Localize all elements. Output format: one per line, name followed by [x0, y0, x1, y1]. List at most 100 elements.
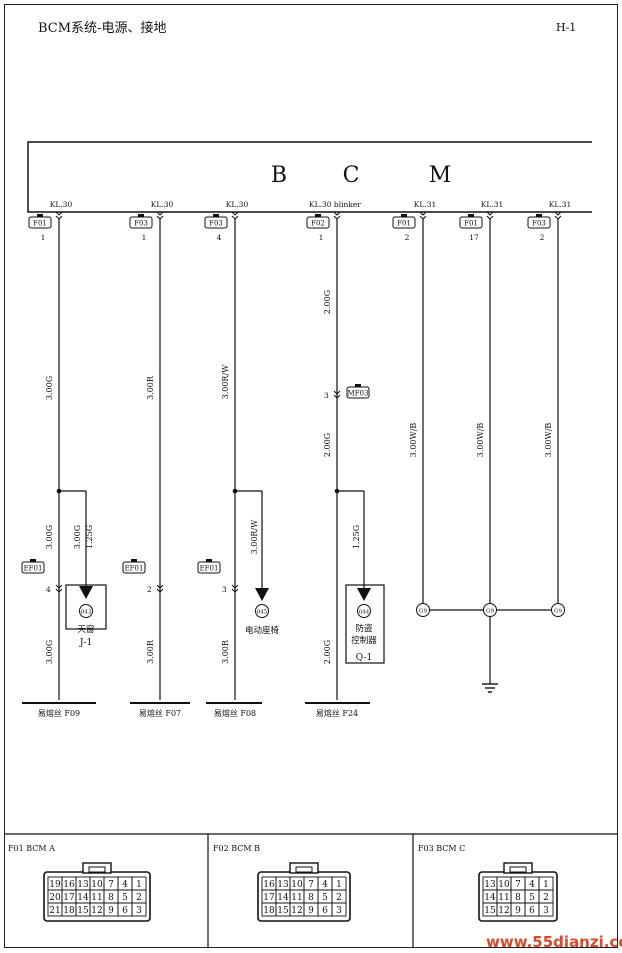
inline-connector-ef01-c-key: [206, 559, 212, 562]
inline-connector-ef01-a-num: 4: [46, 585, 51, 594]
pin-number-3: 1: [319, 233, 324, 242]
connector-view-pin-0: 11: [91, 893, 102, 903]
connector-view-pin-0: 12: [91, 906, 102, 916]
connector-view-pin-0: 4: [122, 880, 128, 890]
connector-view-pin-1: 4: [322, 880, 328, 890]
sunroof-ref: J-1: [79, 638, 92, 648]
page-title: BCM系统-电源、接地: [38, 21, 167, 36]
fuse-label-2: 易熔丝 F08: [214, 708, 256, 718]
inline-connector-ef01-b-num: 2: [147, 585, 152, 594]
pin-number-0: 1: [41, 233, 46, 242]
wire-3-top-label: 3.00R/W: [221, 364, 230, 400]
wire-1-bottom-label: 3.00G: [45, 640, 54, 664]
wire-4-branch-label: 1.25G: [352, 525, 361, 549]
seat-code: 045: [257, 610, 268, 616]
connector-view-cell-2: [538, 902, 554, 917]
bcm-letter-1: C: [343, 163, 360, 188]
connector-view-pin-2: 9: [515, 906, 521, 916]
connector-view-pin-1: 1: [336, 880, 342, 890]
connector-view-pin-2: 1: [543, 880, 549, 890]
connector-view-pin-0: 8: [108, 893, 114, 903]
pin-connector-0-key: [37, 214, 43, 217]
connector-view-pin-2: 6: [529, 906, 535, 916]
fuse-label-0: 易熔丝 F09: [38, 708, 80, 718]
connector-view-pin-2: 13: [484, 880, 496, 890]
wire-2-top-label: 3.00R: [146, 375, 155, 400]
connector-view-pin-0: 3: [136, 906, 142, 916]
pin-chevron-5: [486, 211, 494, 220]
antitheft-ref: Q-1: [356, 653, 372, 663]
sunroof-code: 043: [81, 610, 92, 616]
pin-connector-2-key: [213, 214, 219, 217]
page-frame: [4, 4, 618, 948]
connector-view-pin-2: 4: [529, 880, 535, 890]
wire-4-mid-label: 2.00G: [323, 433, 332, 457]
inline-connector-ef01-a-label: EF01: [24, 565, 43, 573]
pin-chevron-3: [333, 211, 341, 220]
pin-chevron-0: [55, 211, 63, 220]
bcm-module-outline: [27, 141, 592, 213]
connector-view-pin-1: 8: [308, 893, 314, 903]
connector-view-pin-0: 13: [77, 880, 89, 890]
pin-connector-5-label: F01: [464, 220, 478, 228]
sunroof-code-circle: [79, 604, 93, 618]
wire-4-arrow: [357, 588, 371, 601]
connector-view-pin-1: 7: [308, 880, 314, 890]
connector-view-pin-0: 18: [63, 906, 75, 916]
wire-1-mid-label: 3.00G: [73, 525, 82, 549]
connector-view-pin-0: 20: [49, 893, 61, 903]
ground-node-2: [551, 603, 565, 617]
connector-view-pin-2: 5: [529, 893, 535, 903]
watermark: www.55dianzi.com: [486, 933, 622, 951]
pin-connector-3-key: [315, 214, 321, 217]
fuse-label-3: 易熔丝 F24: [316, 708, 358, 718]
antitheft-name-1: 防盗: [355, 623, 373, 634]
connector-view-pin-0: 21: [49, 906, 60, 916]
connector-view-pin-1: 16: [263, 880, 275, 890]
inline-connector-ef01-c-label: EF01: [200, 565, 219, 573]
page-number: H-1: [556, 21, 577, 34]
antitheft-name-2: 控制器: [351, 635, 377, 646]
connector-view-pin-0: 19: [49, 880, 61, 890]
ground-wire-7-label: 3.00W/B: [544, 423, 553, 458]
inline-connector-ef01-c-num: 3: [222, 585, 227, 594]
wire-3-bottom-label: 3.00R: [221, 639, 230, 664]
ground-wire-5-label: 3.00W/B: [409, 423, 418, 458]
connector-view-pin-1: 11: [291, 893, 302, 903]
wire-1-top-label: 3.00G: [45, 376, 54, 400]
wire-4-bottom-label: 2.00G: [323, 640, 332, 664]
pin-chevron-2: [231, 211, 239, 220]
pin-number-6: 2: [540, 233, 545, 242]
seat-name: 电动座椅: [245, 625, 280, 636]
connector-view-pin-0: 1: [136, 880, 142, 890]
connector-view-pin-1: 15: [277, 906, 289, 916]
connector-view-pin-0: 17: [63, 893, 75, 903]
inline-connector-ef01-a-key: [30, 559, 36, 562]
connector-view-pin-0: 2: [136, 893, 142, 903]
connector-view-pin-2: 14: [484, 893, 496, 903]
connector-view-latch-inner-1: [295, 866, 313, 873]
connector-view-pin-1: 12: [291, 906, 302, 916]
connector-view-pin-2: 10: [498, 880, 510, 890]
pin-label-3: KL.30 blinker: [309, 200, 361, 209]
pin-chevron-4: [419, 211, 427, 220]
connector-view-pin-0: 6: [122, 906, 128, 916]
connector-view-latch-inner-2: [509, 866, 527, 873]
pin-connector-6-key: [536, 214, 542, 217]
pin-connector-2-label: F03: [209, 220, 223, 228]
inline-connector-mf03-label: MF03: [348, 390, 369, 398]
antitheft-box: [345, 584, 385, 664]
fuse-label-1: 易熔丝 F07: [139, 708, 181, 718]
pin-label-1: KL.30: [151, 200, 174, 209]
connector-view-pin-2: 12: [498, 906, 509, 916]
pin-number-5: 17: [469, 233, 479, 242]
connector-view-pin-0: 15: [77, 906, 89, 916]
wire-4-inline-chevron: [333, 390, 341, 399]
pin-label-0: KL.30: [50, 200, 73, 209]
pin-number-1: 1: [142, 233, 147, 242]
connector-view-pin-0: 10: [91, 880, 103, 890]
wire-2-bottom-label: 3.00R: [146, 639, 155, 664]
inline-connector-mf03-num: 3: [324, 391, 329, 400]
connector-view-latch-inner-0: [88, 866, 106, 873]
